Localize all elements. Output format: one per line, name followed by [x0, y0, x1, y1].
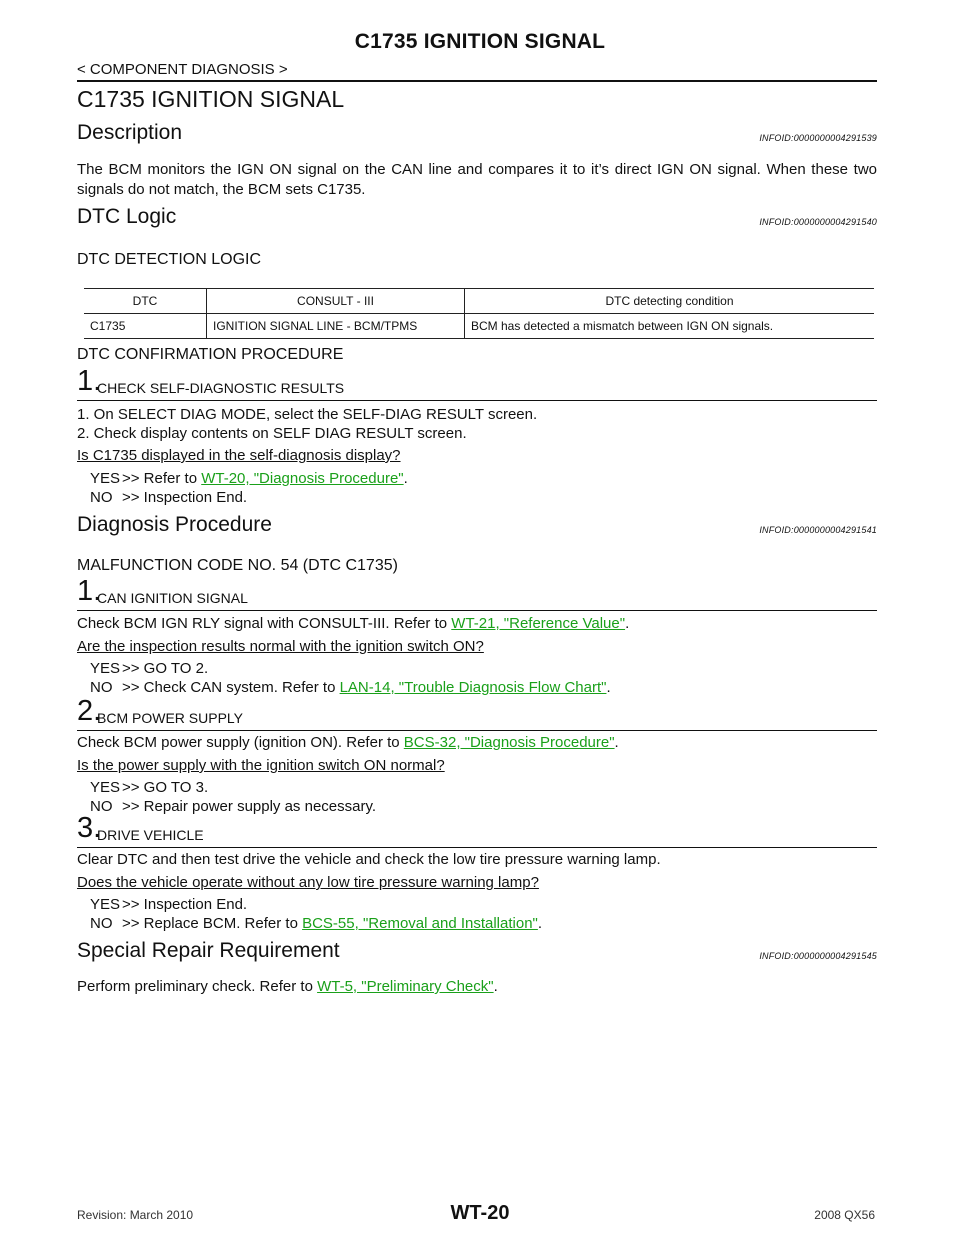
step-2-answers: YES>> GO TO 3. NO>> Repair power supply …	[90, 778, 376, 816]
description-heading: Description	[77, 121, 183, 144]
link-wt-5[interactable]: WT-5, "Preliminary Check"	[317, 978, 494, 995]
page-title: C1735 IGNITION SIGNAL	[77, 86, 345, 112]
link-wt-21[interactable]: WT-21, "Reference Value"	[451, 615, 626, 632]
link-bcs-32[interactable]: BCS-32, "Diagnosis Procedure"	[403, 734, 615, 751]
footer-model: 2008 QX56	[814, 1208, 875, 1222]
dtc-confirmation-heading: DTC CONFIRMATION PROCEDURE	[77, 346, 344, 363]
answer-yes: YES>> Refer to WT-20, "Diagnosis Procedu…	[90, 470, 408, 487]
answer-no: NO>> Replace BCM. Refer to BCS-55, "Remo…	[90, 915, 543, 932]
step-title: DRIVE VEHICLE	[97, 827, 204, 843]
diagnosis-infoid: INFOID:0000000004291541	[759, 525, 877, 535]
dtc-logic-heading: DTC Logic	[77, 205, 177, 228]
diagnosis-heading: Diagnosis Procedure	[77, 513, 272, 536]
step-title: CAN IGNITION SIGNAL	[97, 590, 248, 606]
step-1-text: Check BCM IGN RLY signal with CONSULT-II…	[77, 615, 630, 632]
step-2-question: Is the power supply with the ignition sw…	[77, 757, 445, 774]
step-title: BCM POWER SUPPLY	[97, 710, 243, 726]
step-number: 2.	[77, 695, 102, 727]
table-header-dtc: DTC	[84, 288, 207, 314]
footer-page-number: WT-20	[450, 1202, 510, 1224]
table-row: C1735 IGNITION SIGNAL LINE - BCM/TPMS BC…	[84, 313, 874, 339]
step-number: 1.	[77, 365, 102, 397]
step-3-text: Clear DTC and then test drive the vehicl…	[77, 851, 661, 868]
table-header-consult: CONSULT - III	[206, 288, 465, 314]
step-1-answers: YES>> GO TO 2. NO>> Check CAN system. Re…	[90, 659, 611, 697]
header-rule	[77, 80, 877, 82]
table-cell-dtc: C1735	[84, 313, 207, 339]
malfunction-code: MALFUNCTION CODE NO. 54 (DTC C1735)	[77, 557, 398, 574]
diagnosis-step-2: 2. BCM POWER SUPPLY	[77, 695, 877, 731]
breadcrumb: < COMPONENT DIAGNOSIS >	[77, 61, 288, 78]
answer-yes: YES>> Inspection End.	[90, 896, 248, 913]
answer-yes: YES>> GO TO 3.	[90, 779, 209, 796]
special-text: Perform preliminary check. Refer to WT-5…	[77, 978, 498, 995]
link-wt-20[interactable]: WT-20, "Diagnosis Procedure"	[201, 470, 404, 487]
diagnosis-step-1: 1. CAN IGNITION SIGNAL	[77, 575, 877, 611]
step-1-question: Are the inspection results normal with t…	[77, 638, 484, 655]
description-infoid: INFOID:0000000004291539	[759, 133, 877, 143]
dtc-detection-heading: DTC DETECTION LOGIC	[77, 251, 262, 268]
diagnosis-step-3: 3. DRIVE VEHICLE	[77, 812, 877, 848]
answer-no: NO>> Inspection End.	[90, 489, 248, 506]
running-title: C1735 IGNITION SIGNAL	[354, 30, 606, 53]
link-lan-14[interactable]: LAN-14, "Trouble Diagnosis Flow Chart"	[339, 679, 607, 696]
confirmation-answers: YES>> Refer to WT-20, "Diagnosis Procedu…	[90, 469, 408, 507]
footer-revision: Revision: March 2010	[77, 1208, 194, 1222]
table-cell-condition: BCM has detected a mismatch between IGN …	[464, 313, 874, 339]
confirmation-question: Is C1735 displayed in the self-diagnosis…	[77, 447, 401, 464]
special-infoid: INFOID:0000000004291545	[759, 951, 877, 961]
table-cell-consult: IGNITION SIGNAL LINE - BCM/TPMS	[206, 313, 465, 339]
step-3-answers: YES>> Inspection End. NO>> Replace BCM. …	[90, 895, 542, 933]
step-title: CHECK SELF-DIAGNOSTIC RESULTS	[97, 380, 345, 396]
confirmation-line-2: 2. Check display contents on SELF DIAG R…	[77, 425, 467, 442]
table-header-row: DTC CONSULT - III DTC detecting conditio…	[84, 288, 874, 314]
step-number: 3.	[77, 812, 102, 844]
answer-yes: YES>> GO TO 2.	[90, 660, 209, 677]
answer-no: NO>> Repair power supply as necessary.	[90, 798, 377, 815]
special-heading: Special Repair Requirement	[77, 939, 340, 962]
step-number: 1.	[77, 575, 102, 607]
description-text: The BCM monitors the IGN ON signal on th…	[77, 161, 877, 198]
step-3-question: Does the vehicle operate without any low…	[77, 874, 539, 891]
dtc-table: DTC CONSULT - III DTC detecting conditio…	[84, 288, 874, 339]
confirmation-step-1: 1. CHECK SELF-DIAGNOSTIC RESULTS	[77, 365, 877, 401]
link-bcs-55[interactable]: BCS-55, "Removal and Installation"	[302, 915, 538, 932]
answer-no: NO>> Check CAN system. Refer to LAN-14, …	[90, 679, 611, 696]
dtc-logic-infoid: INFOID:0000000004291540	[759, 217, 877, 227]
step-2-text: Check BCM power supply (ignition ON). Re…	[77, 734, 619, 751]
table-header-condition: DTC detecting condition	[464, 288, 874, 314]
confirmation-line-1: 1. On SELECT DIAG MODE, select the SELF-…	[77, 406, 538, 423]
